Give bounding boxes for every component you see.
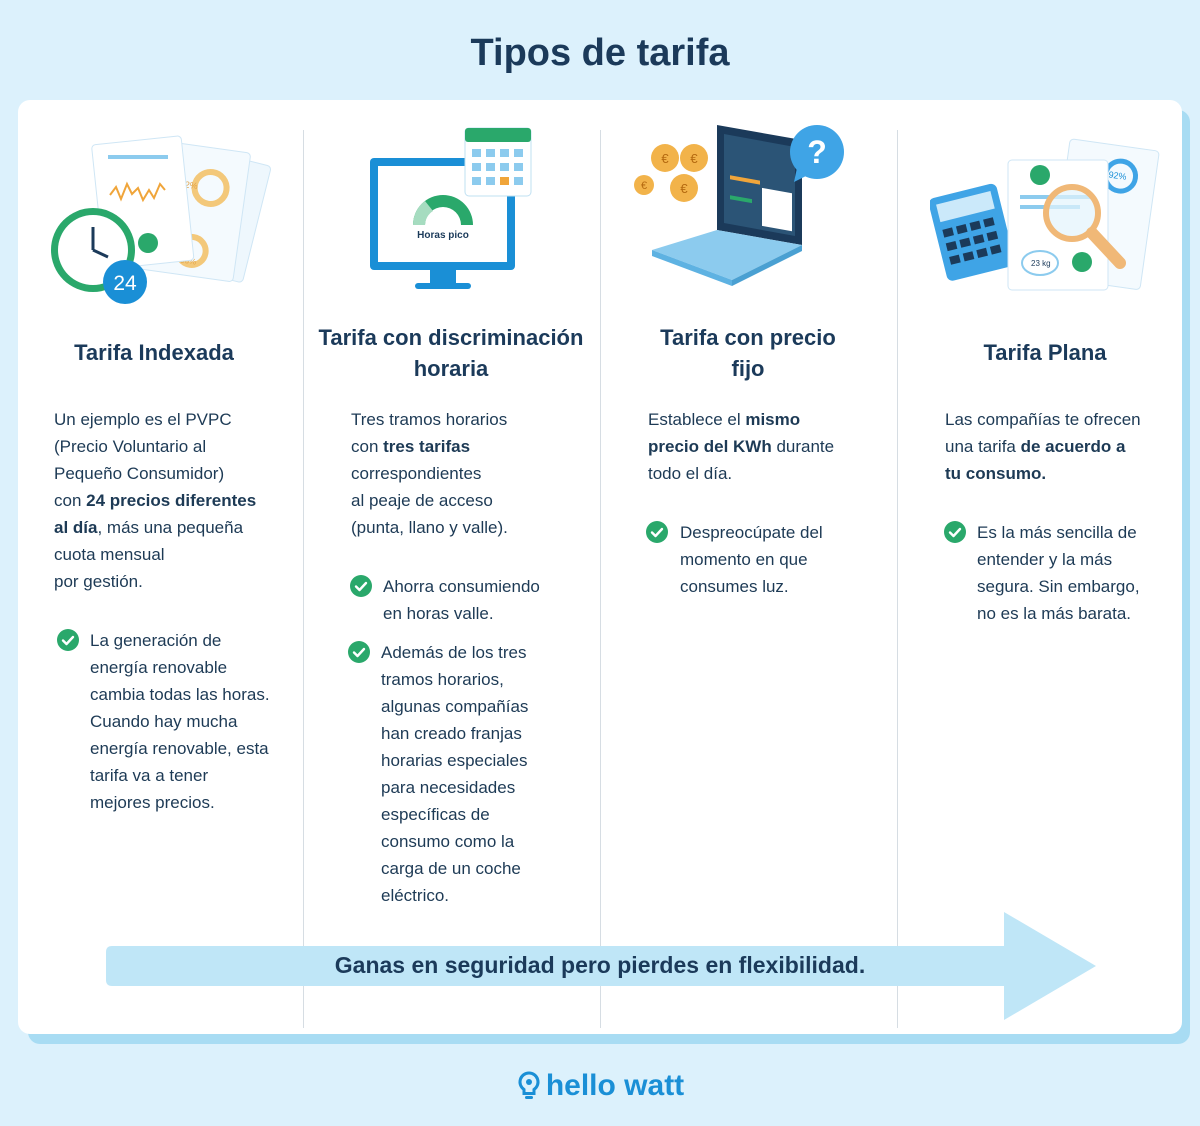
column-divider [897,130,898,1028]
svg-text:€: € [661,151,669,166]
indexed-tariff-illustration: 92% 36% 24 [48,135,273,310]
check-icon [646,521,668,543]
description-time-discrimination: Tres tramos horarios con tres tarifas co… [351,410,508,537]
bullet-time-discrimination-2: Además de los tres tramos horarios, algu… [381,643,529,905]
column-divider [600,130,601,1028]
check-icon [944,521,966,543]
flat-rate-illustration: 92% 23 kg [928,135,1160,305]
column-title-time-discrimination: Tarifa con discriminación horaria [318,325,584,381]
hello-watt-logo: hello watt [0,1068,1200,1103]
bulb-icon [518,1071,540,1100]
check-icon [348,641,370,663]
bullet-indexed: La generación de energía renovable cambi… [90,631,270,812]
arrow-text: Ganas en seguridad pero pierdes en flexi… [334,952,866,978]
doc-label-23kg: 23 kg [1031,259,1051,268]
clock-badge-number: 24 [113,272,137,295]
svg-text:€: € [680,181,688,196]
logo-text: hello watt [545,1069,685,1103]
bullet-time-discrimination-1: Ahorra consumiendo en horas valle. [383,577,540,623]
svg-text:€: € [641,180,647,192]
column-title-fixed-price: Tarifa con precio fijo [660,325,836,381]
doc-label-92: 92% [1108,169,1127,181]
description-flat-rate: Las compañías te ofrecen una tarifa de a… [945,410,1141,483]
page-title: Tipos de tarifa [470,32,730,74]
description-indexed: Un ejemplo es el PVPC (Precio Voluntario… [54,410,257,591]
question-bubble: ? [807,134,827,170]
monitor-label: Horas pico [417,230,469,241]
column-divider [303,130,304,1028]
bullet-flat-rate: Es la más sencilla de entender y la más … [977,523,1140,623]
tradeoff-arrow [106,912,1098,1020]
description-fixed-price: Establece el mismo precio del KWh durant… [648,410,835,483]
column-title-flat-rate: Tarifa Plana [983,340,1107,365]
fixed-price-illustration: € € € € ? [632,120,852,305]
time-discrimination-illustration: Horas pico [365,125,540,300]
column-title-indexed: Tarifa Indexada [74,340,234,365]
check-icon [350,575,372,597]
check-icon [57,629,79,651]
bullet-fixed-price: Despreocúpate del momento en que consume… [680,523,823,596]
svg-text:€: € [690,151,698,166]
